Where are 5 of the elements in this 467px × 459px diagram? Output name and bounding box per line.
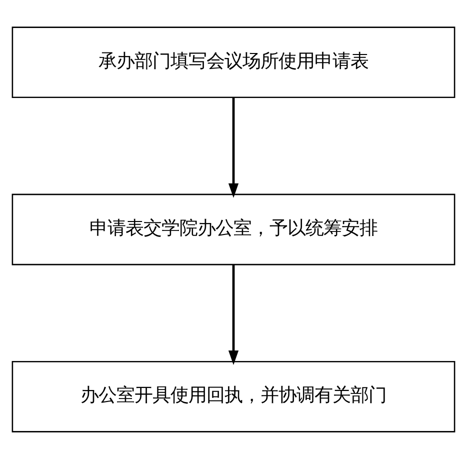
node-box: 承办部门填写会议场所使用申请表 bbox=[12, 26, 456, 98]
node-box: 申请表交学院办公室，予以统筹安排 bbox=[12, 194, 456, 266]
arrow bbox=[228, 98, 239, 198]
arrow bbox=[228, 264, 239, 366]
node-box: 办公室开具使用回执，并协调有关部门 bbox=[12, 360, 456, 432]
